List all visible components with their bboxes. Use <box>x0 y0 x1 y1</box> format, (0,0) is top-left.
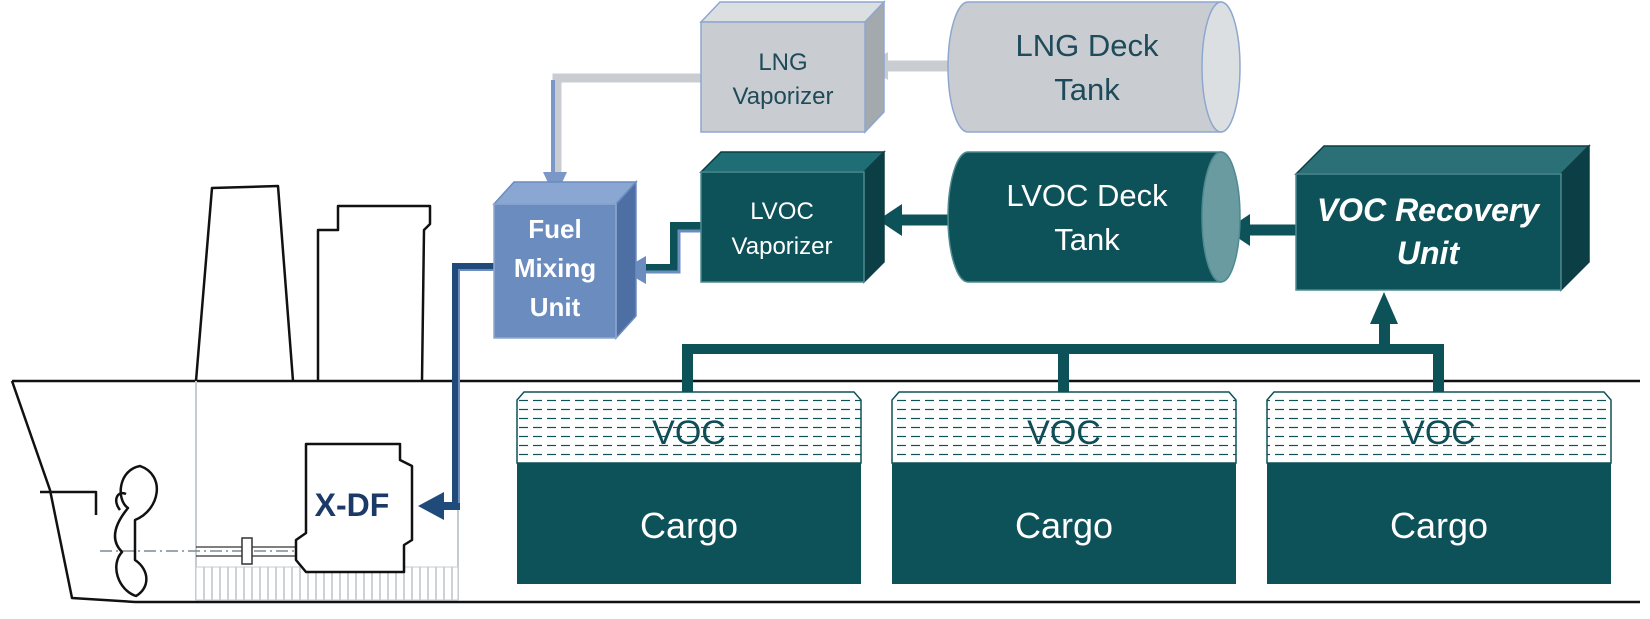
engine-x-df: X-DF <box>294 442 414 574</box>
stern-profile <box>10 380 136 604</box>
lvoc-tank-to-vaporizer-arrow <box>878 204 948 236</box>
ship-hull <box>10 184 1640 604</box>
lvoc-vaporizer-label-line1: LVOC <box>750 198 814 225</box>
cargo-tank-1: VOC Cargo <box>516 391 862 584</box>
lvoc-deck-tank-label-line2: Tank <box>1054 222 1120 257</box>
cargo-tank-3: VOC Cargo <box>1266 391 1612 584</box>
voc-recovery-unit: VOC Recovery Unit <box>1294 144 1591 292</box>
lng-vaporizer-label-line2: Vaporizer <box>733 83 834 110</box>
fuel-mixing-label-line2: Mixing <box>514 253 596 283</box>
lng-vaporizer-label-line1: LNG <box>758 49 807 76</box>
voc-recovery-label-line1: VOC Recovery <box>1317 192 1542 228</box>
voc-label: VOC <box>1027 414 1101 452</box>
engine-label: X-DF <box>315 487 390 523</box>
fuel-mixing-unit: Fuel Mixing Unit <box>492 180 638 340</box>
deckhouse <box>316 204 432 382</box>
voc-label: VOC <box>1402 414 1476 452</box>
propeller-shaft <box>100 537 298 565</box>
lng-vaporizer: LNG Vaporizer <box>699 0 886 134</box>
funnel <box>194 184 295 382</box>
header-to-recovery-arrow <box>1370 292 1398 324</box>
lvoc-vaporizer-label-line2: Vaporizer <box>732 233 833 260</box>
voc-collection-header <box>682 292 1444 392</box>
cargo-tank-2: VOC Cargo <box>891 391 1237 584</box>
lvoc-deck-tank-label-line1: LVOC Deck <box>1006 178 1168 213</box>
fuel-mixing-label-line3: Unit <box>530 292 581 322</box>
voc-recovery-label-line2: Unit <box>1397 235 1461 271</box>
propeller-icon <box>40 464 158 598</box>
cargo-label: Cargo <box>1390 505 1488 546</box>
lng-deck-tank: LNG Deck Tank <box>947 1 1241 133</box>
fuel-to-engine-pipe <box>418 263 494 520</box>
cargo-label: Cargo <box>640 505 738 546</box>
cargo-label: Cargo <box>1015 505 1113 546</box>
lng-supply-pipe <box>543 73 701 198</box>
fuel-mixing-label-line1: Fuel <box>528 214 581 244</box>
lvoc-deck-tank: LVOC Deck Tank <box>947 151 1241 283</box>
lng-deck-tank-label-line1: LNG Deck <box>1016 28 1159 63</box>
voc-label: VOC <box>652 414 726 452</box>
lng-deck-tank-label-line2: Tank <box>1054 72 1120 107</box>
lvoc-vaporizer: LVOC Vaporizer <box>699 150 886 284</box>
